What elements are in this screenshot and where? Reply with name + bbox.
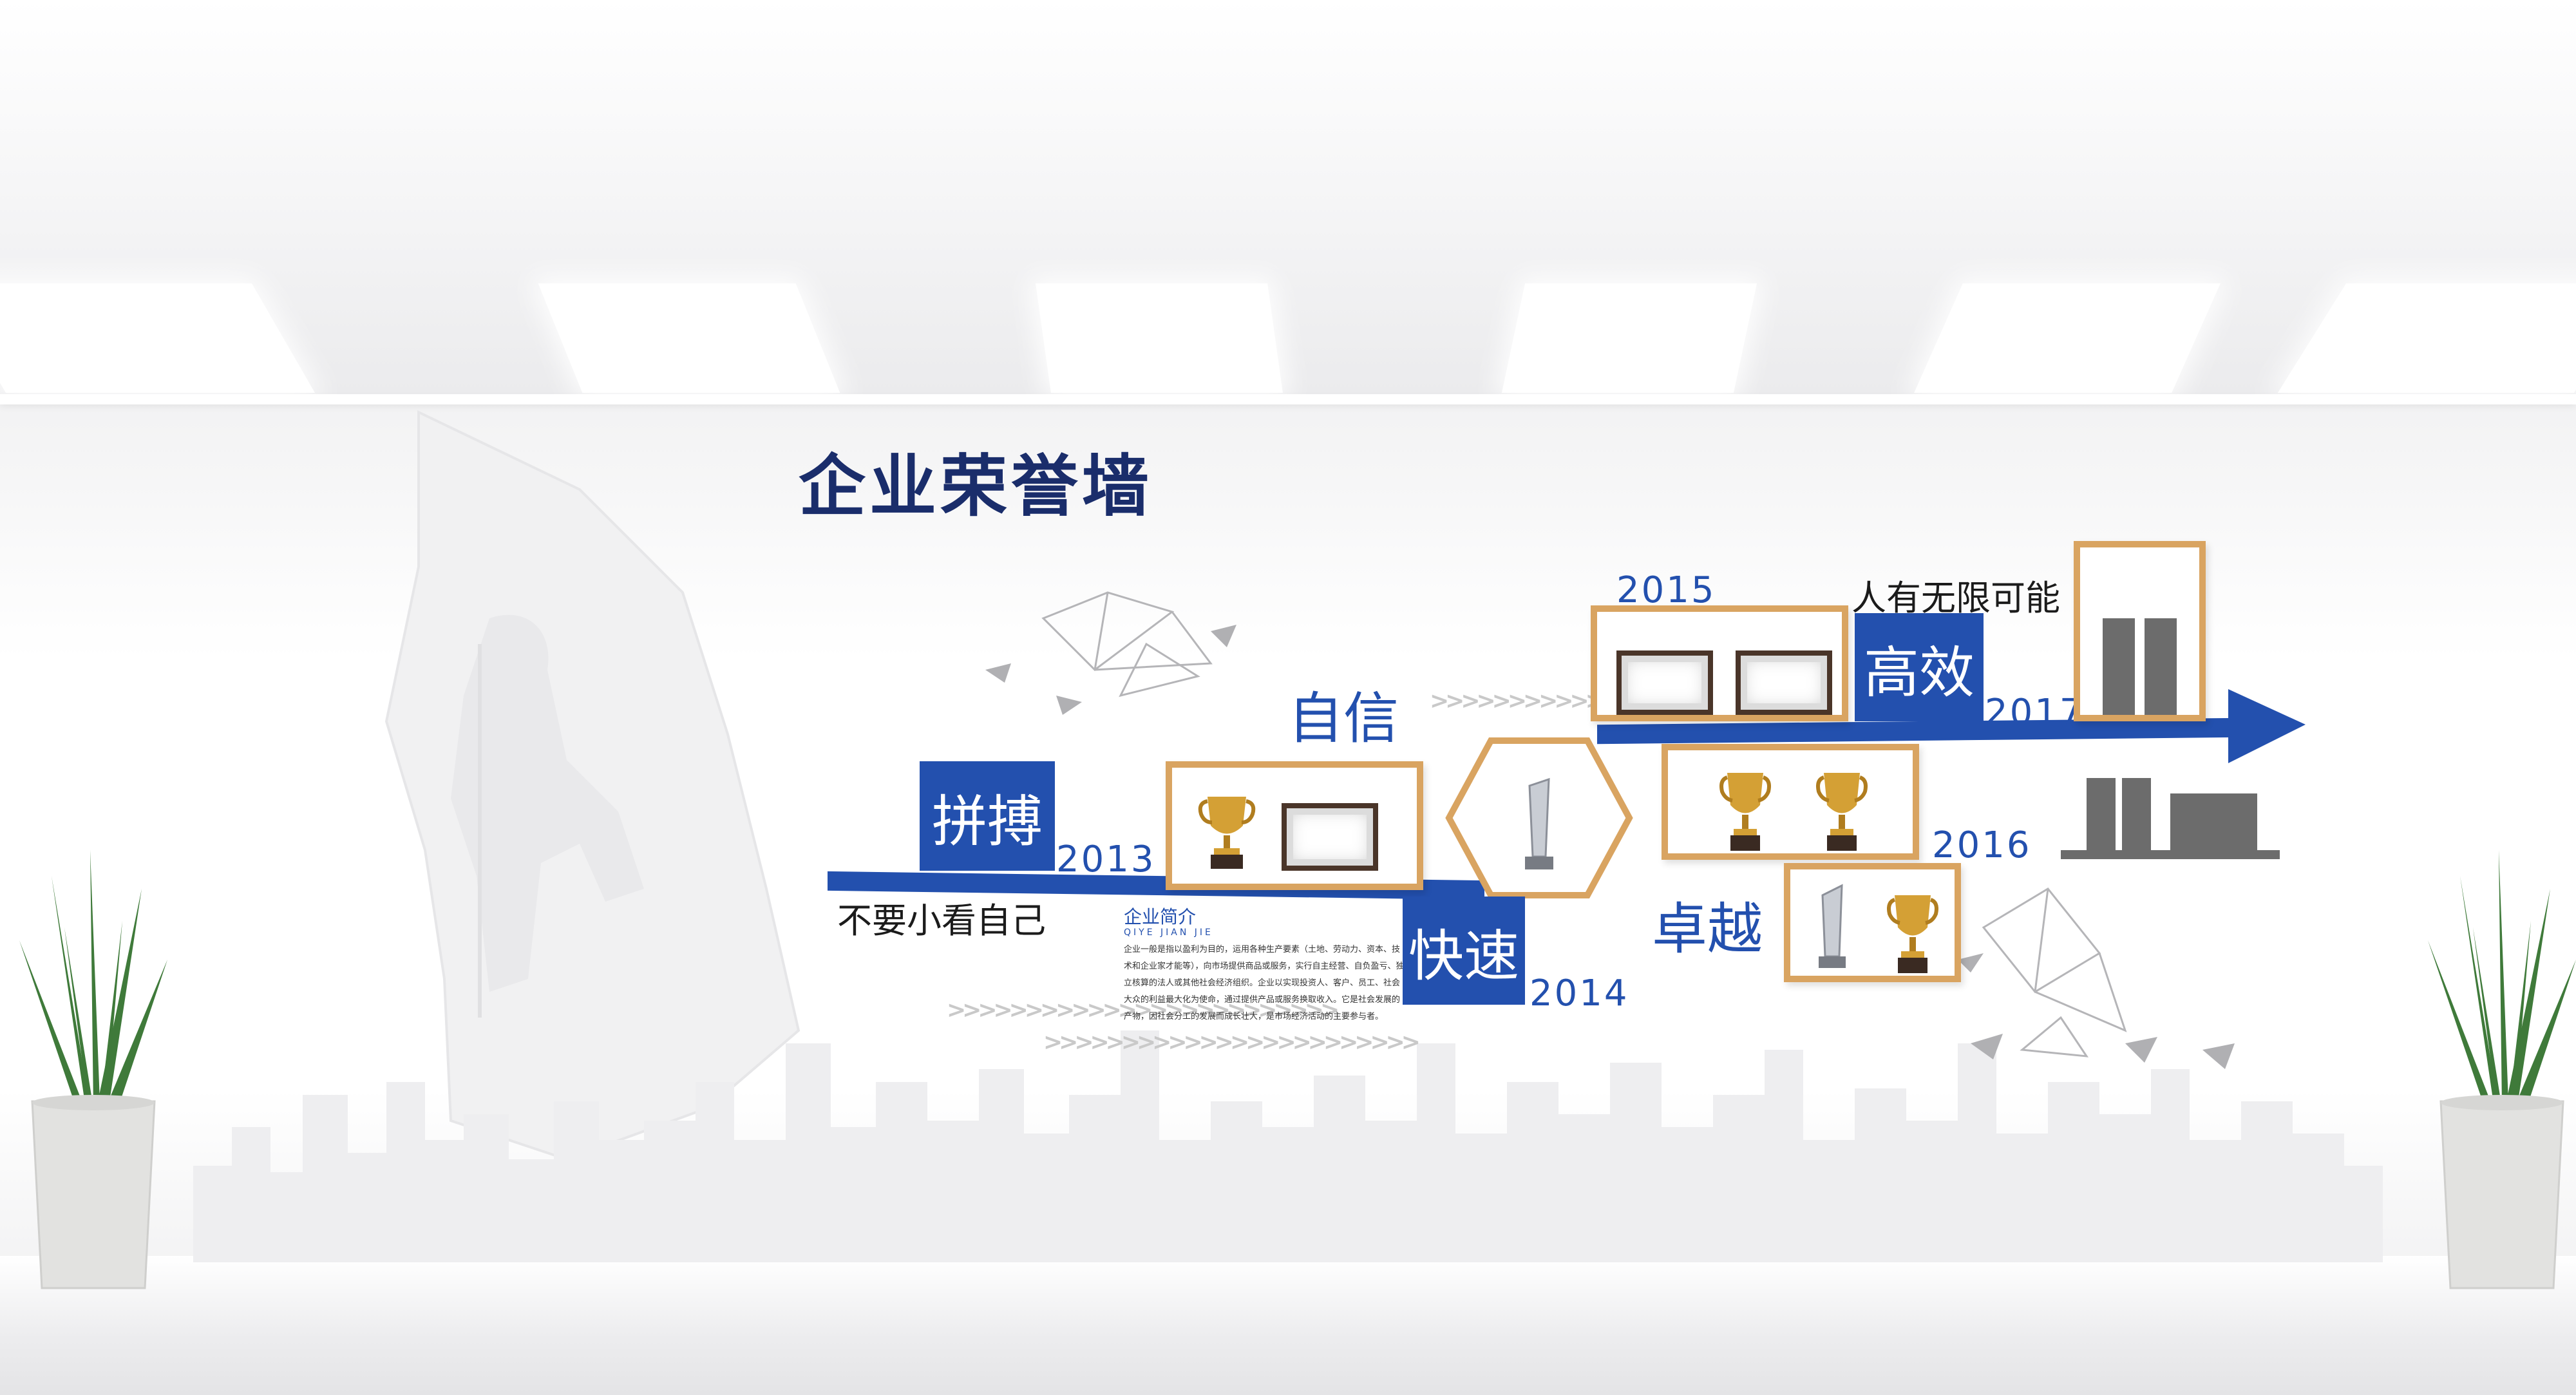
slogan-kuaisu: 快速	[1408, 924, 1519, 989]
decor-block	[2145, 618, 2177, 715]
award-frame-2017	[2074, 541, 2206, 721]
potted-plant-icon	[19, 850, 167, 1289]
award-frame-2013	[1166, 761, 1423, 890]
trophy-icon	[1198, 797, 1256, 869]
award-frame-2016-lower	[1784, 863, 1961, 982]
crystal-award-icon	[1819, 884, 1846, 968]
city-skyline	[193, 1030, 2383, 1262]
decor-block	[2103, 618, 2135, 715]
triangle-decoration	[985, 625, 2235, 1069]
chevron-row: >>>>>>>>>>>>>>>>>>>>>>>>>	[947, 997, 1340, 1023]
year-2013: 2013	[1056, 839, 1156, 880]
decor-block	[2170, 793, 2257, 850]
wall-top-edge	[0, 394, 2576, 404]
potted-plant-icon	[2428, 850, 2576, 1289]
award-frame-2016	[1662, 744, 1919, 860]
timeline-arrow-icon	[2228, 689, 2306, 763]
trophy-icon	[1816, 773, 1868, 851]
slogan-box-kuaisu: 快速	[1403, 897, 1525, 1005]
decor-block	[2122, 778, 2151, 850]
year-2016: 2016	[1932, 824, 2032, 866]
certificate-plaque-icon	[1616, 650, 1713, 715]
triangle-decoration	[1041, 591, 2127, 1058]
hexagon-award-frame	[1445, 737, 1633, 898]
floor	[0, 1256, 2576, 1395]
intro-body: 企业一般是指以盈利为目的，运用各种生产要素（土地、劳动力、资本、技术和企业家才能…	[1124, 945, 1405, 1021]
ceiling-light	[1036, 283, 1283, 393]
chevron-row: >>>>>>>>>>>>>>>>>>>>>>>>	[1043, 1029, 1421, 1056]
trophy-icon	[1887, 895, 1938, 973]
slogan-gaoxiao: 高效	[1864, 640, 1975, 705]
certificate-plaque-icon	[1736, 650, 1832, 715]
slogan-zixin: 自信	[1288, 687, 1399, 751]
slogan-zhuoyue: 卓越	[1652, 897, 1763, 962]
slogan-pinbo: 拼搏	[932, 789, 1043, 854]
slogan-box-gaoxiao: 高效	[1855, 613, 1984, 721]
intro-title: 企业简介	[1124, 906, 1197, 927]
certificate-plaque-icon	[1282, 803, 1378, 871]
slogan-renyou: 人有无限可能	[1852, 578, 2060, 618]
year-2017: 2017	[1985, 692, 2085, 734]
award-frame-2015	[1591, 605, 1848, 721]
crystal-award-icon	[1525, 777, 1553, 869]
slogan-box-pinbo: 拼搏	[920, 761, 1055, 871]
ceiling-light	[1914, 283, 2221, 393]
ceiling-light	[1501, 283, 1757, 393]
decor-shelf	[2061, 850, 2280, 859]
ceiling-light	[538, 283, 840, 393]
year-2015: 2015	[1616, 569, 1716, 611]
year-2014: 2014	[1530, 973, 1629, 1014]
page-title: 企业荣誉墙	[799, 447, 1153, 526]
decor-block	[2087, 778, 2116, 850]
wall-background-graphics	[193, 410, 2383, 1262]
slogan-buyao: 不要小看自己	[837, 900, 1046, 941]
trophy-icon	[1719, 773, 1771, 851]
intro-subtitle: QIYE JIAN JIE	[1124, 927, 1213, 938]
climber-silhouette	[451, 614, 644, 992]
